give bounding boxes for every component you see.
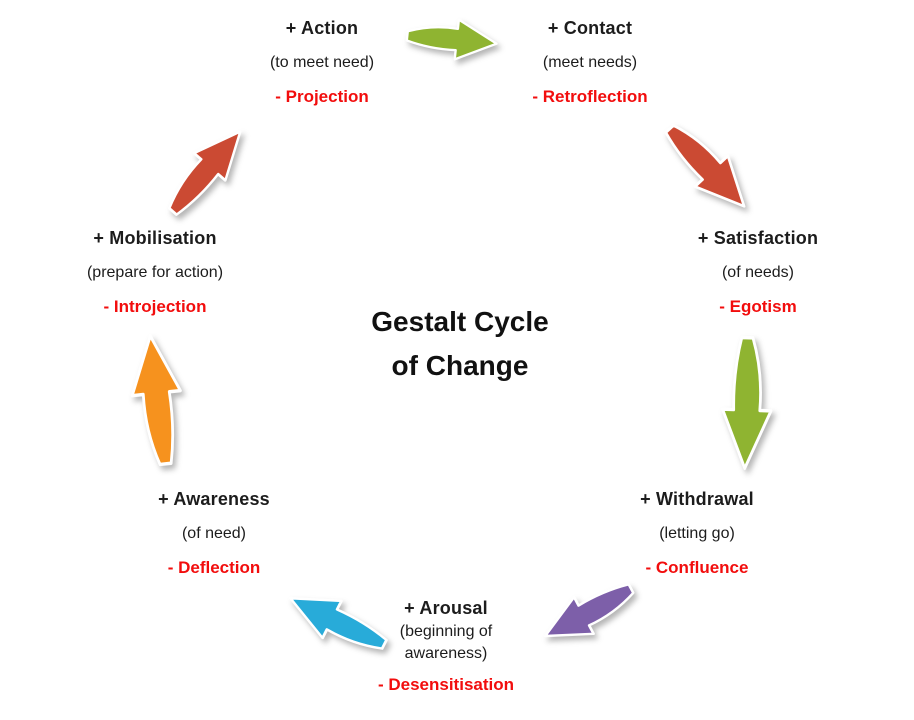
stage-mobilisation: + Mobilisation (prepare for action) - In…: [40, 228, 270, 317]
diagram-title: Gestalt Cycle of Change: [330, 300, 590, 388]
arrow-contact-to-satisfaction: [650, 124, 765, 208]
stage-arousal-label: + Arousal: [404, 598, 488, 618]
stage-arousal-negative: - Desensitisation: [377, 675, 515, 695]
stage-satisfaction-label: + Satisfaction: [697, 228, 819, 248]
arrow-withdrawal-to-arousal: [536, 583, 641, 638]
stage-satisfaction-negative: - Egotism: [719, 296, 797, 316]
stage-contact-negative: - Retroflection: [532, 86, 648, 106]
stage-awareness: + Awareness (of need) - Deflection: [99, 489, 329, 578]
stage-arousal: + Arousal (beginning of awareness) - Des…: [361, 598, 531, 695]
stage-action-negative: - Projection: [275, 86, 369, 106]
stage-mobilisation-detail: (prepare for action): [86, 264, 224, 281]
stage-arousal-detail: (beginning of awareness): [399, 623, 493, 662]
stage-satisfaction: + Satisfaction (of needs) - Egotism: [643, 228, 873, 317]
stage-awareness-negative: - Deflection: [167, 557, 261, 577]
stage-action-detail: (to meet need): [269, 54, 375, 71]
stage-contact: + Contact (meet needs) - Retroflection: [475, 18, 705, 107]
stage-withdrawal: + Withdrawal (letting go) - Confluence: [582, 489, 812, 578]
arrow-satisfaction-to-withdrawal: [677, 335, 817, 471]
arrow-arousal-to-awareness: [281, 597, 393, 650]
stage-contact-label: + Contact: [547, 18, 633, 38]
stage-action-label: + Action: [285, 18, 359, 38]
stage-contact-detail: (meet needs): [542, 54, 638, 71]
arrow-awareness-to-mobilisation: [88, 334, 226, 467]
stage-mobilisation-negative: - Introjection: [103, 296, 207, 316]
stage-withdrawal-negative: - Confluence: [645, 557, 749, 577]
stage-awareness-label: + Awareness: [158, 489, 270, 509]
stage-mobilisation-label: + Mobilisation: [93, 228, 217, 248]
diagram-title-line1: Gestalt Cycle: [371, 306, 549, 337]
stage-action: + Action (to meet need) - Projection: [207, 18, 437, 107]
diagram-title-line2: of Change: [391, 350, 529, 381]
stage-withdrawal-detail: (letting go): [659, 525, 735, 542]
stage-awareness-detail: (of need): [181, 525, 247, 542]
arrow-action-to-contact: [404, 16, 500, 62]
stage-satisfaction-detail: (of needs): [721, 264, 795, 281]
stage-withdrawal-label: + Withdrawal: [640, 489, 754, 509]
arrow-mobilisation-to-action: [150, 130, 262, 216]
